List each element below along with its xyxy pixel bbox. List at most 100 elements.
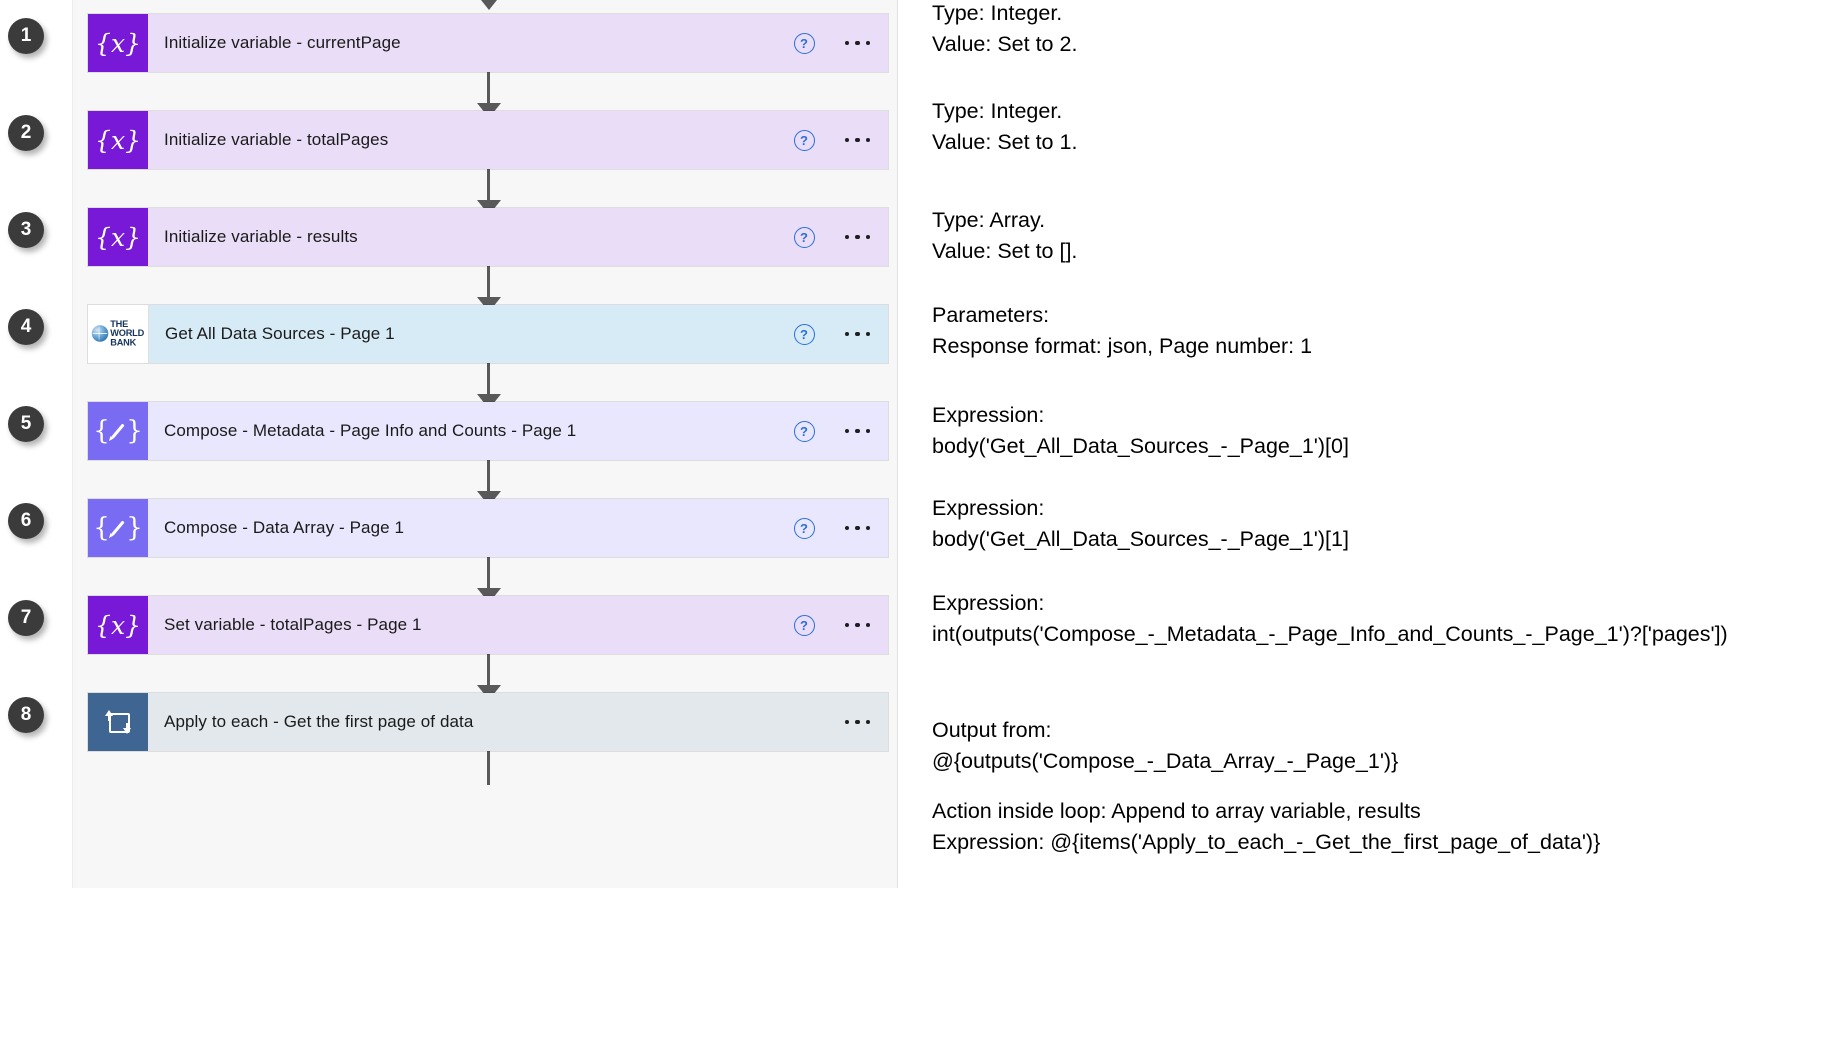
- annotation-line: Type: Array.: [932, 208, 1046, 232]
- connector-line-6-7: [487, 557, 490, 591]
- variable-icon: {x}: [88, 14, 148, 72]
- action-card-body[interactable]: Initialize variable - currentPage ?: [148, 14, 888, 72]
- annotation-line: Type: Integer.: [932, 1, 1063, 25]
- action-card-title: Apply to each - Get the first page of da…: [164, 712, 474, 731]
- world-bank-logo-line-2: WORLD: [110, 328, 145, 340]
- variable-icon: {x}: [88, 596, 148, 654]
- more-options-icon[interactable]: [844, 325, 870, 344]
- action-card-apply-to-each-get-the-first-page-of-data[interactable]: Apply to each - Get the first page of da…: [88, 693, 888, 751]
- annotation-step-8-loop-action: Action inside loop: Append to array vari…: [932, 796, 1600, 857]
- world-bank-icon: THE WORLD BANK: [88, 305, 149, 363]
- annotation-step-6: Expression: body('Get_All_Data_Sources_-…: [932, 493, 1349, 554]
- action-card-compose-metadata-page-info-and-counts-page-1[interactable]: { } Compose - Metadata - Page Info and C…: [88, 402, 888, 460]
- connector-line-4-5: [487, 363, 490, 397]
- connector-line-2-3: [487, 169, 490, 203]
- help-icon[interactable]: ?: [793, 517, 815, 539]
- annotation-line: Type: Integer.: [932, 99, 1063, 123]
- more-options-icon[interactable]: [844, 422, 870, 441]
- action-card-controls: ?: [793, 14, 870, 72]
- annotation-line: Value: Set to [].: [932, 238, 1078, 263]
- help-icon[interactable]: ?: [793, 32, 815, 54]
- action-card-title: Initialize variable - results: [164, 227, 358, 246]
- action-card-controls: ?: [793, 305, 870, 363]
- step-badge-4: 4: [8, 309, 44, 345]
- action-card-title: Compose - Data Array - Page 1: [164, 518, 405, 537]
- step-badge-2: 2: [8, 115, 44, 151]
- step-badge-1: 1: [8, 18, 44, 54]
- connector-line-1-2: [487, 72, 490, 106]
- action-card-compose-data-array-page-1[interactable]: { } Compose - Data Array - Page 1 ?: [88, 499, 888, 557]
- connector-line-3-4: [487, 266, 490, 300]
- more-options-icon[interactable]: [844, 616, 870, 635]
- annotation-line: Value: Set to 2.: [932, 31, 1078, 56]
- action-card-body[interactable]: Compose - Metadata - Page Info and Count…: [148, 402, 888, 460]
- annotation-line: Expression:: [932, 403, 1045, 427]
- action-card-title: Compose - Metadata - Page Info and Count…: [164, 421, 577, 440]
- action-card-body[interactable]: Apply to each - Get the first page of da…: [148, 693, 888, 751]
- annotation-line: Output from:: [932, 718, 1052, 742]
- help-icon[interactable]: ?: [793, 420, 815, 442]
- action-card-initialize-variable-currentpage[interactable]: {x} Initialize variable - currentPage ?: [88, 14, 888, 72]
- more-options-icon[interactable]: [844, 713, 870, 732]
- annotation-line: @{outputs('Compose_-_Data_Array_-_Page_1…: [932, 748, 1399, 773]
- step-badge-8: 8: [8, 697, 44, 733]
- action-card-controls: ?: [793, 499, 870, 557]
- action-card-controls: ?: [793, 111, 870, 169]
- annotation-line: Parameters:: [932, 303, 1050, 327]
- action-card-title: Get All Data Sources - Page 1: [165, 324, 395, 343]
- more-options-icon[interactable]: [844, 131, 870, 150]
- world-bank-logo-line-3: BANK: [110, 337, 137, 349]
- action-card-get-all-data-sources-page-1[interactable]: THE WORLD BANK Get All Data Sources - Pa…: [88, 305, 888, 363]
- action-card-body[interactable]: Initialize variable - totalPages ?: [148, 111, 888, 169]
- more-options-icon[interactable]: [844, 228, 870, 247]
- step-badge-3: 3: [8, 212, 44, 248]
- compose-icon: { }: [88, 499, 148, 557]
- annotation-step-2: Type: Integer. Value: Set to 1.: [932, 96, 1077, 157]
- action-card-initialize-variable-results[interactable]: {x} Initialize variable - results ?: [88, 208, 888, 266]
- annotation-step-4: Parameters: Response format: json, Page …: [932, 300, 1312, 361]
- annotation-line: Expression: @{items('Apply_to_each_-_Get…: [932, 829, 1601, 854]
- action-card-initialize-variable-totalpages[interactable]: {x} Initialize variable - totalPages ?: [88, 111, 888, 169]
- action-card-controls: ?: [793, 208, 870, 266]
- step-badge-6: 6: [8, 503, 44, 539]
- step-badge-7: 7: [8, 600, 44, 636]
- globe-icon: [91, 325, 109, 343]
- annotation-line: body('Get_All_Data_Sources_-_Page_1')[1]: [932, 526, 1349, 551]
- variable-icon: {x}: [88, 208, 148, 266]
- loop-icon: [88, 693, 148, 751]
- annotation-line: Response format: json, Page number: 1: [932, 333, 1313, 358]
- action-card-set-variable-totalpages-page-1[interactable]: {x} Set variable - totalPages - Page 1 ?: [88, 596, 888, 654]
- annotation-step-3: Type: Array. Value: Set to [].: [932, 205, 1077, 266]
- action-card-body[interactable]: Get All Data Sources - Page 1 ?: [149, 305, 888, 363]
- action-card-body[interactable]: Initialize variable - results ?: [148, 208, 888, 266]
- world-bank-logo-line-1: THE: [110, 319, 129, 331]
- help-icon[interactable]: ?: [793, 129, 815, 151]
- connector-line-8-next: [487, 751, 490, 785]
- annotation-step-5: Expression: body('Get_All_Data_Sources_-…: [932, 400, 1349, 461]
- step-badge-5: 5: [8, 406, 44, 442]
- help-icon[interactable]: ?: [793, 323, 815, 345]
- connector-arrowhead-top: [477, 0, 501, 10]
- annotation-step-7: Expression: int(outputs('Compose_-_Metad…: [932, 588, 1728, 649]
- action-card-title: Initialize variable - totalPages: [164, 130, 389, 149]
- variable-icon: {x}: [88, 111, 148, 169]
- annotation-line: Value: Set to 1.: [932, 129, 1078, 154]
- annotation-line: Expression:: [932, 496, 1045, 520]
- annotation-step-1: Type: Integer. Value: Set to 2.: [932, 0, 1077, 59]
- action-card-controls: ?: [793, 596, 870, 654]
- annotation-line: body('Get_All_Data_Sources_-_Page_1')[0]: [932, 433, 1349, 458]
- compose-icon: { }: [88, 402, 148, 460]
- annotation-line: Expression:: [932, 591, 1045, 615]
- help-icon[interactable]: ?: [793, 226, 815, 248]
- annotation-line: int(outputs('Compose_-_Metadata_-_Page_I…: [932, 621, 1728, 646]
- more-options-icon[interactable]: [844, 34, 870, 53]
- connector-line-5-6: [487, 460, 490, 494]
- annotation-step-8-output: Output from: @{outputs('Compose_-_Data_A…: [932, 715, 1398, 776]
- action-card-controls: ?: [793, 402, 870, 460]
- action-card-body[interactable]: Set variable - totalPages - Page 1 ?: [148, 596, 888, 654]
- action-card-body[interactable]: Compose - Data Array - Page 1 ?: [148, 499, 888, 557]
- action-card-title: Initialize variable - currentPage: [164, 33, 401, 52]
- more-options-icon[interactable]: [844, 519, 870, 538]
- help-icon[interactable]: ?: [793, 614, 815, 636]
- annotation-line: Action inside loop: Append to array vari…: [932, 799, 1421, 823]
